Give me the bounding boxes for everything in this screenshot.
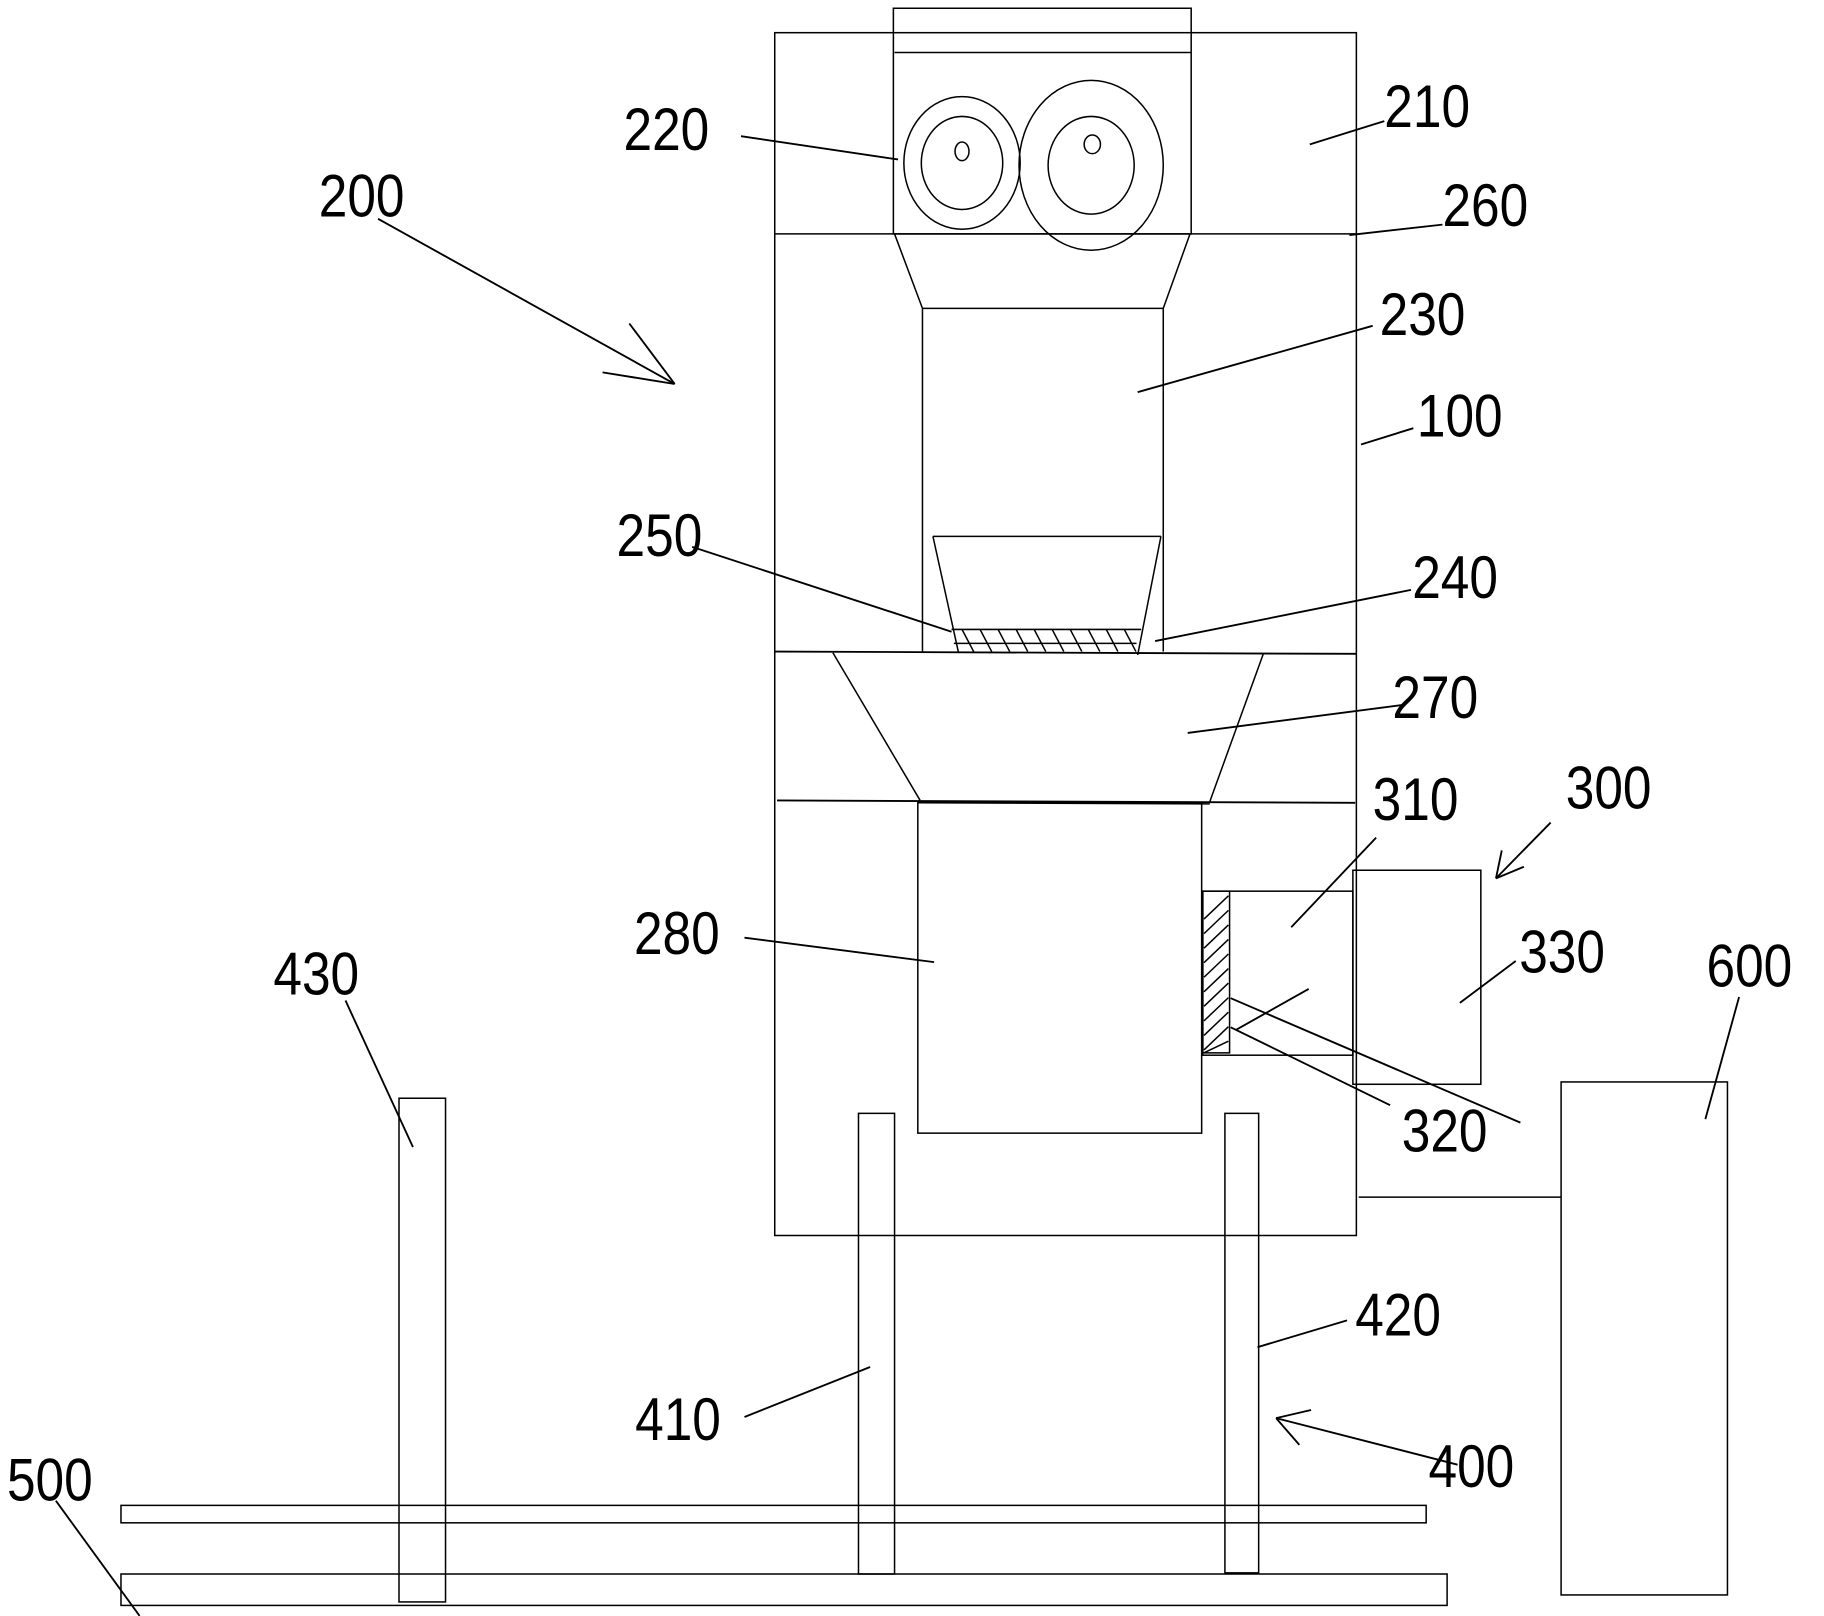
rail-lower (120, 1573, 1448, 1607)
plate-hatch-line (1203, 953, 1229, 978)
hopper-240 (932, 535, 1162, 656)
cabinet-600 (1560, 1081, 1729, 1596)
mesh-hatch-line (1033, 629, 1047, 652)
label-300: 300 (1566, 754, 1652, 822)
mesh-hatch-line (1105, 629, 1119, 652)
roller-large (1018, 79, 1165, 251)
plate-hatch-line (1203, 895, 1229, 920)
plate-hatch-line (1203, 967, 1229, 993)
mesh-hatch-line (1069, 629, 1083, 652)
leg-420 (1224, 1112, 1260, 1574)
label-270: 270 (1392, 663, 1478, 731)
reference-labels: 220 200 210 260 230 100 250 240 270 310 … (7, 72, 1792, 1514)
divider-lower (777, 799, 1356, 804)
label-200: 200 (319, 162, 405, 230)
funnel-270 (832, 652, 1265, 805)
plate-hatch-line (1203, 1026, 1229, 1051)
plate-hatch-line (1203, 938, 1229, 964)
label-220: 220 (624, 95, 710, 163)
mesh-hatch-line (979, 629, 993, 652)
arrow-400 (1275, 1409, 1458, 1466)
label-420: 420 (1355, 1281, 1441, 1349)
housing-100 (773, 31, 1358, 1237)
side-assembly-300 (1202, 869, 1482, 1086)
leader-lines (55, 120, 1740, 1616)
plate-hatch-line (1203, 1040, 1229, 1054)
roller-small (903, 95, 1021, 231)
label-410: 410 (635, 1385, 721, 1453)
mesh-hatch-line (1051, 629, 1065, 652)
label-600: 600 (1707, 932, 1793, 1000)
label-400: 400 (1428, 1432, 1514, 1500)
plate-hatch-line (1203, 909, 1229, 935)
arrow-200 (377, 217, 676, 385)
plate-hatch-line (1203, 997, 1229, 1022)
label-500: 500 (7, 1446, 93, 1514)
chute-230 (893, 233, 1191, 652)
plate-hatch-line (1203, 924, 1229, 949)
label-210: 210 (1384, 72, 1470, 140)
plate-hatch-line (1203, 982, 1229, 1007)
label-100: 100 (1417, 381, 1503, 449)
plate-hatch-line (1203, 1011, 1229, 1036)
mesh-hatch-line (961, 629, 975, 652)
box-280 (917, 802, 1203, 1134)
post-430 (398, 1097, 447, 1603)
label-320: 320 (1402, 1097, 1488, 1165)
mesh-hatch-line (1123, 629, 1137, 652)
label-260: 260 (1442, 171, 1528, 239)
arrow-300 (1495, 821, 1552, 880)
divider-upper (774, 650, 1357, 655)
plate-320 (1202, 890, 1231, 1054)
unit-330 (1352, 869, 1482, 1086)
label-310: 310 (1373, 765, 1459, 833)
label-250: 250 (617, 501, 703, 569)
mesh-250 (951, 628, 1142, 652)
mesh-hatch-line (997, 629, 1011, 652)
mesh-hatch-line (1087, 629, 1101, 652)
label-230: 230 (1380, 280, 1466, 348)
label-240: 240 (1412, 543, 1498, 611)
roller-box-210 (892, 7, 1192, 251)
label-330: 330 (1519, 918, 1605, 986)
label-280: 280 (634, 899, 720, 967)
rail-upper (120, 1504, 1427, 1524)
mesh-hatch-line (1015, 629, 1029, 652)
label-430: 430 (273, 940, 359, 1008)
